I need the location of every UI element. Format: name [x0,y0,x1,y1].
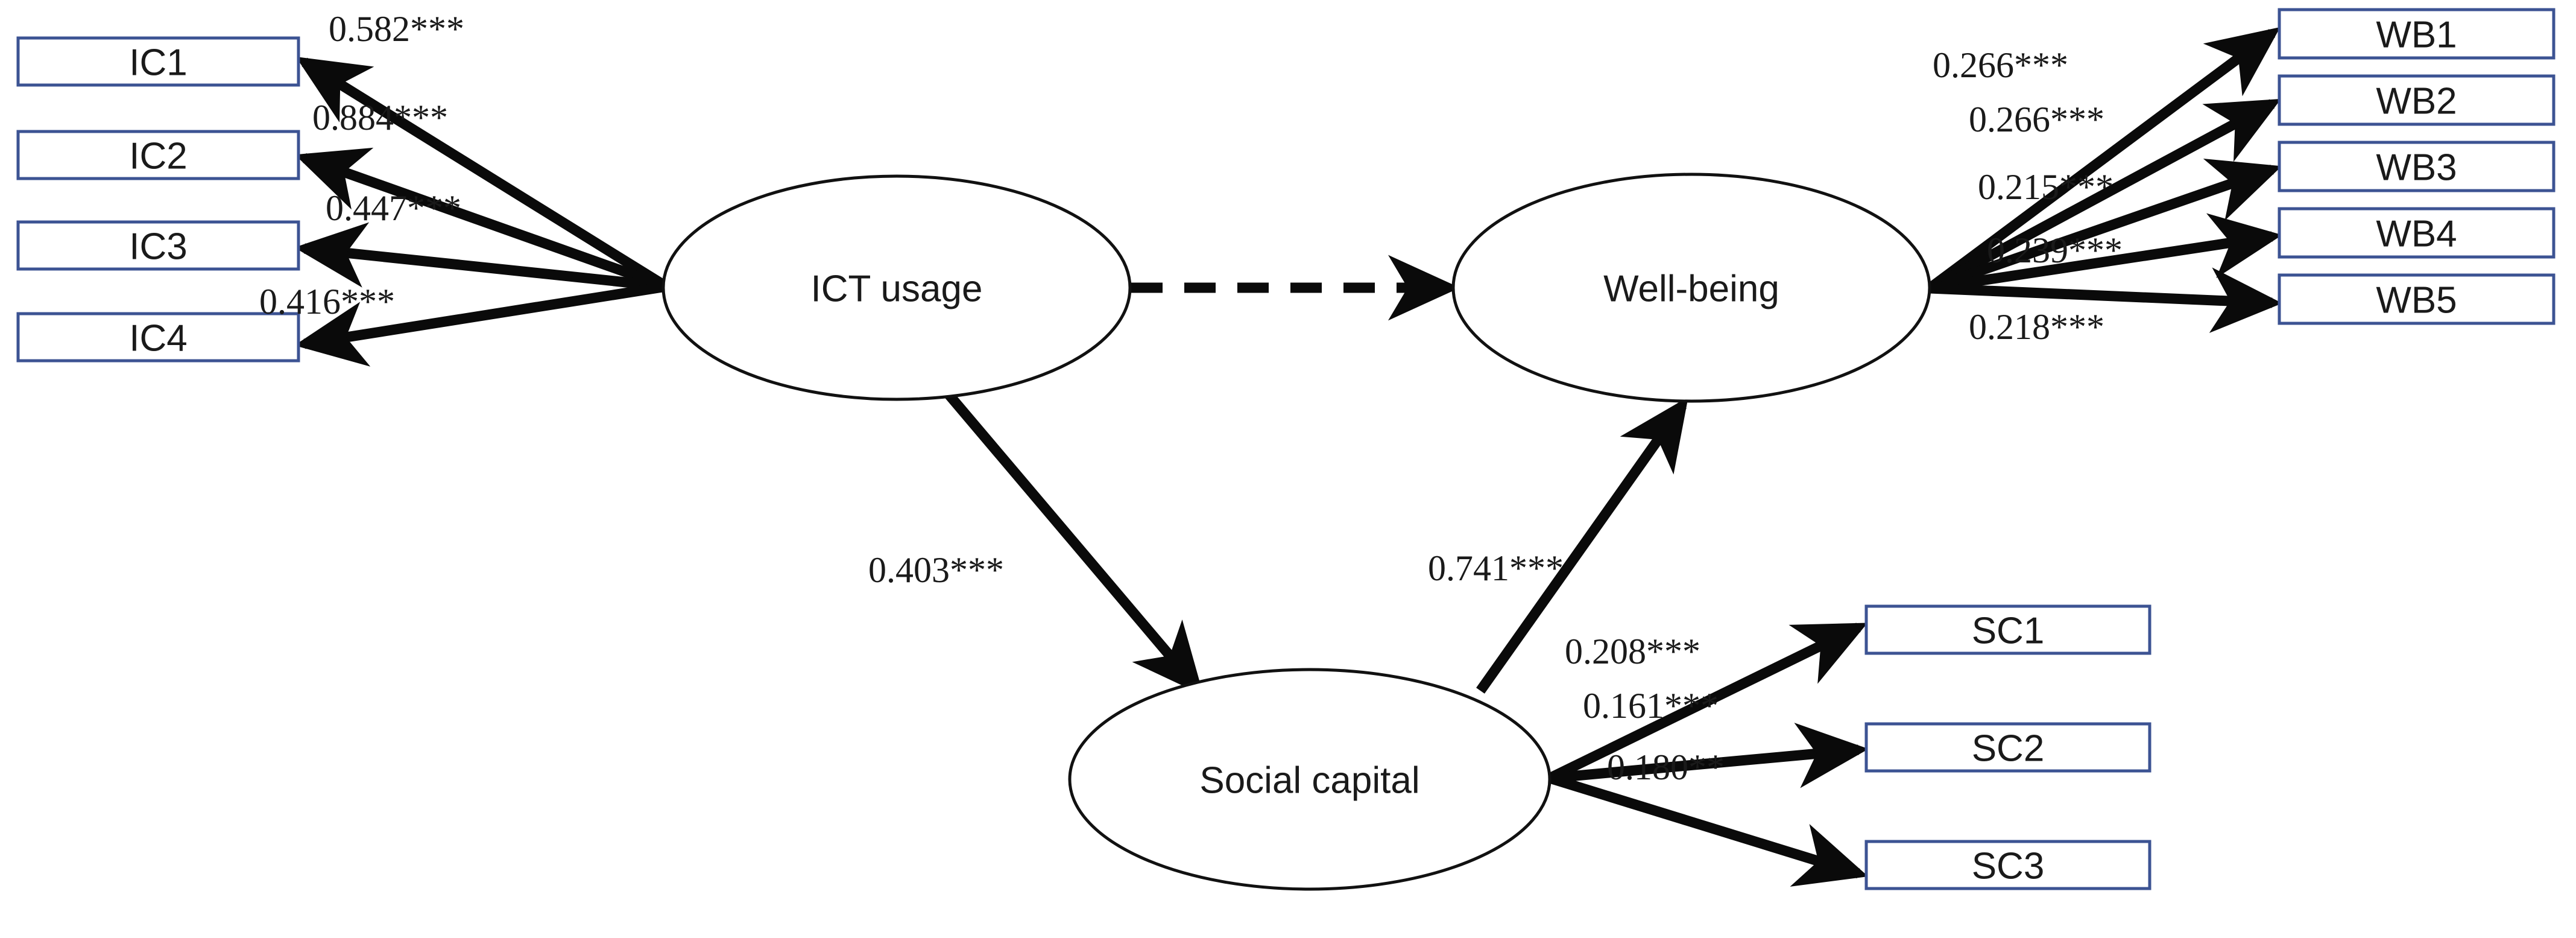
indicator-box-label: WB4 [2376,214,2457,255]
indicator-box-outline [2278,141,2555,192]
indicator-box-outline [2278,273,2555,325]
indicator-box-ic1[interactable]: IC1 [16,36,300,87]
indicator-box-ic2[interactable]: IC2 [16,130,300,180]
path-labels-layer: 0.582*** 0.884*** 0.447*** 0.416*** 0.266***… [259,9,2123,787]
structural-paths-layer [942,255,1688,696]
latent-variable-label: Well-being [1603,268,1779,310]
measurement-path-ict-ic4 [294,281,668,367]
latent-ellipse-outline [661,174,1132,401]
indicator-box-label: SC1 [1972,610,2045,652]
indicator-box-outline [1864,840,2151,890]
indicator-box-wb3[interactable]: WB3 [2278,141,2555,192]
latent-ellipse-outline [1451,173,1931,403]
indicator-box-outline [2278,207,2555,259]
indicator-box-outline [1864,604,2151,655]
indicator-box-ic4[interactable]: IC4 [16,312,300,363]
indicator-box-label: WB3 [2376,147,2457,189]
indicator-box-label: IC4 [129,318,187,360]
indicator-box-wb4[interactable]: WB4 [2278,207,2555,259]
coefficient-label-sc-wb: 0.741*** [1428,548,1564,588]
measurement-path-sc-sc2 [1549,723,1869,788]
measurement-path-wb-wb1 [1926,27,2281,293]
indicator-box-label: WB1 [2376,14,2457,56]
latent-variable-label: ICT usage [811,268,983,310]
indicator-box-outline [1864,722,2151,773]
measurement-path-ict-ic2 [294,147,668,292]
coefficient-label-ict-ic2: 0.884*** [312,98,448,138]
indicator-box-outline [16,130,300,180]
indicator-box-outline [16,36,300,87]
indicator-box-outline [2278,8,2555,60]
structural-path-sc-wb [1476,397,1688,694]
indicator-box-label: WB5 [2376,280,2457,322]
indicator-box-wb5[interactable]: WB5 [2278,273,2555,325]
coefficient-label-wb-wb5: 0.218*** [1969,307,2104,347]
latent-variable-label: Social capital [1199,760,1419,802]
measurement-path-ict-ic3 [294,222,667,292]
indicator-box-label: SC3 [1972,846,2045,887]
latent-variable-ict[interactable]: ICT usage [661,174,1132,401]
indicator-box-sc2[interactable]: SC2 [1864,722,2151,773]
coefficient-label-ict-ic4: 0.416*** [259,282,395,322]
measurement-path-wb-wb4 [1928,213,2282,294]
coefficient-label-sc-sc3: 0.180** [1607,747,1725,787]
indicator-box-sc3[interactable]: SC3 [1864,840,2151,890]
indicator-box-label: IC3 [129,226,187,268]
coefficient-label-wb-wb4: 0.239*** [1987,230,2123,270]
coefficient-label-wb-wb2: 0.266*** [1969,100,2104,139]
indicator-box-wb2[interactable]: WB2 [2278,74,2555,126]
indicator-box-label: SC2 [1972,728,2045,770]
indicator-box-sc1[interactable]: SC1 [1864,604,2151,655]
indicator-box-wb1[interactable]: WB1 [2278,8,2555,60]
measurement-path-wb-wb5 [1929,267,2282,334]
coefficient-label-ict-ic1: 0.582*** [329,9,464,49]
coefficient-label-wb-wb1: 0.266*** [1933,45,2068,85]
latent-variable-sc[interactable]: Social capital [1068,668,1552,891]
indicator-box-outline [16,220,300,271]
measurement-path-sc-sc1 [1547,623,1868,783]
coefficient-label-sc-sc2: 0.161*** [1583,686,1719,726]
indicator-box-outline [16,312,300,363]
coefficient-label-sc-sc1: 0.208*** [1565,632,1700,671]
coefficient-label-wb-wb3: 0.215*** [1978,167,2114,207]
indicator-box-label: IC2 [129,136,187,177]
indicator-box-ic3[interactable]: IC3 [16,220,300,271]
indicator-box-label: WB2 [2376,81,2457,122]
measurement-path-wb-wb3 [1928,159,2282,294]
coefficient-label-ict-ic3: 0.447*** [326,188,461,228]
measurement-path-sc-sc3 [1548,773,1869,887]
measurement-path-ict-ic1 [295,57,669,291]
measurement-path-wb-wb2 [1927,98,2281,293]
indicator-box-outline [2278,74,2555,126]
indicator-box-label: IC1 [129,42,187,84]
latent-ellipse-outline [1068,668,1552,891]
measurement-paths-layer [294,27,2282,887]
structural-path-ict-sc [942,388,1204,696]
latent-variable-wb[interactable]: Well-being [1451,173,1931,403]
coefficient-label-ict-sc: 0.403*** [868,550,1004,590]
